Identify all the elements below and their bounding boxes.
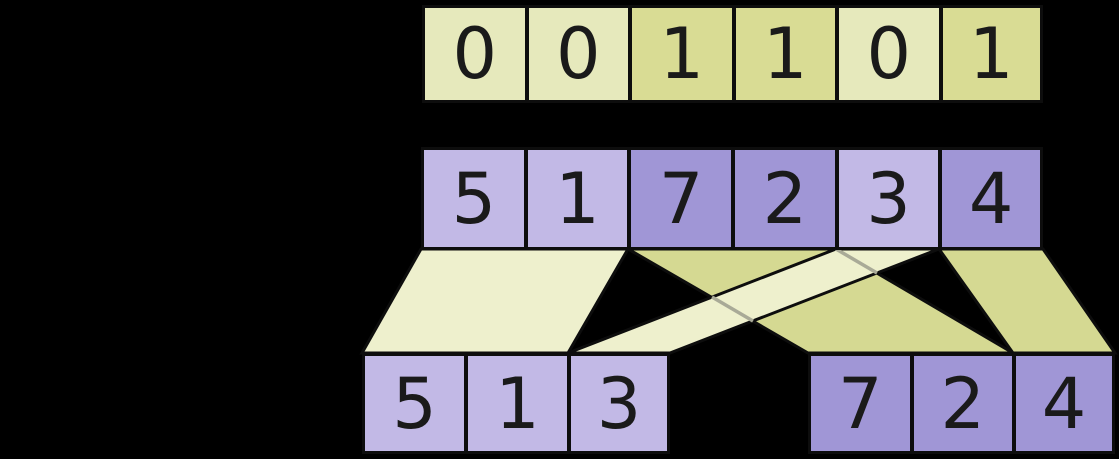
band-overlap-line <box>835 247 878 275</box>
flow-band-false-left <box>359 247 631 355</box>
output-cell: 2 <box>910 353 1015 454</box>
output-cell: 1 <box>465 353 570 454</box>
output-cell: 5 <box>362 353 467 454</box>
value-cell: 2 <box>732 147 838 250</box>
output-cell: 7 <box>808 353 913 454</box>
output-cell: 3 <box>568 353 670 454</box>
flag-cell: 1 <box>629 5 735 103</box>
flag-cell: 1 <box>939 5 1043 103</box>
value-cell: 7 <box>628 147 734 250</box>
value-cell: 1 <box>524 147 631 250</box>
flag-cell: 1 <box>732 5 838 103</box>
value-cell: 3 <box>835 147 942 250</box>
flag-cell: 0 <box>836 5 942 103</box>
value-cell: 5 <box>421 147 527 250</box>
band-overlap-line <box>711 295 754 323</box>
value-cell: 4 <box>939 147 1043 250</box>
flag-cell: 0 <box>525 5 631 103</box>
flag-cell: 0 <box>422 5 528 103</box>
output-cell: 4 <box>1013 353 1115 454</box>
